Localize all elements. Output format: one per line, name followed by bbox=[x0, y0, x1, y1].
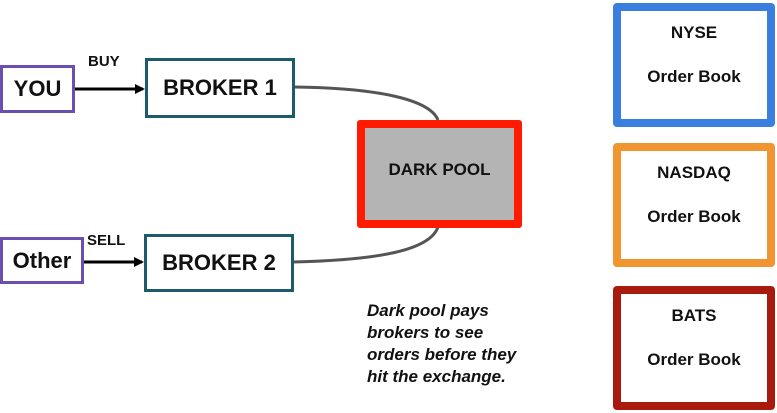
order-book-label: Order Book bbox=[647, 67, 741, 86]
broker-1-box: BROKER 1 bbox=[145, 58, 295, 118]
bats-order-book: BATS Order Book bbox=[613, 286, 775, 410]
buy-label: BUY bbox=[88, 53, 120, 70]
order-book-label: Order Book bbox=[647, 207, 741, 226]
broker-2-label: BROKER 2 bbox=[162, 250, 276, 275]
dark-pool-label: DARK POOL bbox=[388, 160, 491, 179]
note-line: brokers to see bbox=[367, 323, 484, 342]
broker-1-label: BROKER 1 bbox=[163, 75, 277, 100]
exchange-name: NYSE bbox=[670, 23, 718, 42]
nasdaq-order-book: NASDAQ Order Book bbox=[613, 143, 775, 267]
note-line: orders before they bbox=[367, 345, 517, 364]
other-box: Other bbox=[0, 237, 84, 284]
broker-2-box: BROKER 2 bbox=[144, 234, 294, 292]
order-book-label: Order Book bbox=[647, 350, 741, 369]
you-box: YOU bbox=[0, 65, 75, 113]
exchange-name: BATS bbox=[671, 306, 717, 325]
nyse-order-book: NYSE Order Book bbox=[613, 3, 775, 127]
explanation-note: Dark pool pays brokers to see orders bef… bbox=[367, 300, 516, 388]
other-label: Other bbox=[12, 247, 72, 273]
dark-pool-box: DARK POOL bbox=[357, 120, 522, 228]
broker2-to-darkpool-line bbox=[292, 226, 440, 264]
note-line: hit the exchange. bbox=[367, 367, 506, 386]
you-label: YOU bbox=[13, 76, 62, 101]
sell-label: SELL bbox=[87, 232, 126, 249]
broker1-to-darkpool-line bbox=[293, 85, 440, 121]
note-line: Dark pool pays bbox=[367, 301, 489, 320]
exchange-name: NASDAQ bbox=[657, 163, 731, 182]
